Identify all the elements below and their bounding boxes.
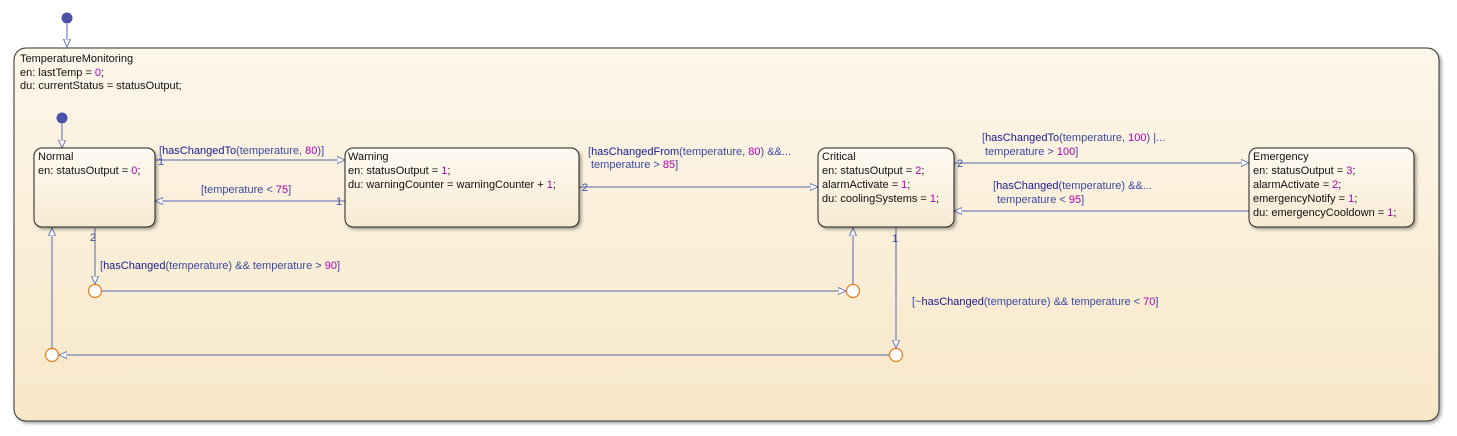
state-critical-du: du: coolingSystems = 1; bbox=[822, 193, 939, 205]
state-critical-en: en: statusOutput = 2; bbox=[822, 165, 924, 177]
outer-state-en: en: lastTemp = 0; bbox=[20, 67, 104, 79]
state-emergency-l3: emergencyNotify = 1; bbox=[1253, 193, 1357, 205]
junction-b[interactable] bbox=[845, 283, 861, 299]
state-critical[interactable]: Critical en: statusOutput = 2; alarmActi… bbox=[817, 147, 955, 228]
junction-d[interactable] bbox=[44, 347, 60, 363]
state-emergency[interactable]: Emergency en: statusOutput = 3; alarmAct… bbox=[1248, 147, 1415, 228]
state-normal-name: Normal bbox=[38, 151, 73, 163]
junction-c[interactable] bbox=[888, 347, 904, 363]
inner-default-dot bbox=[56, 112, 68, 124]
state-emergency-name: Emergency bbox=[1253, 151, 1309, 163]
label-normal-to-junction[interactable]: [hasChanged(temperature) && temperature … bbox=[100, 260, 340, 272]
order-warning-to-normal: 1 bbox=[336, 196, 342, 208]
state-warning-en: en: statusOutput = 1; bbox=[348, 165, 450, 177]
state-normal-en: en: statusOutput = 0; bbox=[38, 165, 140, 177]
outer-state-du: du: currentStatus = statusOutput; bbox=[20, 80, 182, 92]
inner-default-transition[interactable] bbox=[56, 112, 68, 149]
label-warning-to-normal[interactable]: [temperature < 75] bbox=[201, 184, 291, 196]
state-warning[interactable]: Warning en: statusOutput = 1; du: warnin… bbox=[344, 147, 580, 228]
label-critical-to-emergency-line2[interactable]: temperature > 100] bbox=[985, 146, 1078, 158]
state-warning-name: Warning bbox=[348, 151, 389, 163]
order-critical-to-junction: 1 bbox=[892, 233, 898, 245]
label-critical-to-emergency-line1[interactable]: [hasChangedTo(temperature, 100) |... bbox=[982, 132, 1165, 144]
order-warning-to-critical: 2 bbox=[582, 182, 588, 194]
state-emergency-du: du: emergencyCooldown = 1; bbox=[1253, 207, 1396, 219]
outer-default-dot bbox=[61, 12, 73, 24]
state-emergency-en: en: statusOutput = 3; bbox=[1253, 165, 1355, 177]
label-emergency-to-critical-line2[interactable]: temperature < 95] bbox=[997, 194, 1084, 206]
state-temperature-monitoring[interactable]: TemperatureMonitoring en: lastTemp = 0; … bbox=[13, 47, 1440, 422]
label-normal-to-warning[interactable]: [hasChangedTo(temperature, 80)] bbox=[159, 145, 324, 157]
state-critical-name: Critical bbox=[822, 151, 856, 163]
order-normal-to-warning: 1 bbox=[158, 156, 164, 168]
label-emergency-to-critical-line1[interactable]: [hasChanged(temperature) &&... bbox=[993, 180, 1152, 192]
transition-lines bbox=[52, 160, 1249, 355]
label-warning-to-critical-line2[interactable]: temperature > 85] bbox=[591, 159, 678, 171]
state-emergency-l2: alarmActivate = 2; bbox=[1253, 179, 1341, 191]
junction-a[interactable] bbox=[87, 283, 103, 299]
order-critical-to-emergency: 2 bbox=[957, 158, 963, 170]
state-critical-l2: alarmActivate = 1; bbox=[822, 179, 910, 191]
junctions bbox=[44, 283, 904, 363]
order-normal-to-junction: 2 bbox=[90, 232, 96, 244]
state-warning-du: du: warningCounter = warningCounter + 1; bbox=[348, 179, 556, 191]
outer-state-name: TemperatureMonitoring bbox=[20, 53, 133, 65]
label-warning-to-critical-line1[interactable]: [hasChangedFrom(temperature, 80) &&... bbox=[588, 146, 791, 158]
state-normal[interactable]: Normal en: statusOutput = 0; bbox=[33, 147, 156, 228]
label-critical-to-junction[interactable]: [~hasChanged(temperature) && temperature… bbox=[912, 296, 1158, 308]
outer-default-transition[interactable] bbox=[61, 12, 73, 48]
